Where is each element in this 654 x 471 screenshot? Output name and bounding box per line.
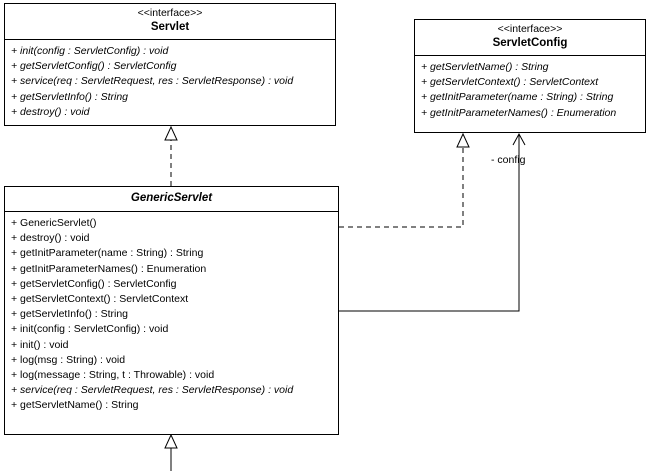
servlet-config-interface-box: <<interface>> ServletConfig + getServlet…	[414, 19, 646, 133]
operation-item: + getInitParameter(name : String) : Stri…	[11, 247, 204, 260]
generic-servlet-header: GenericServlet	[5, 187, 338, 212]
operation-item: + getServletConfig() : ServletConfig	[11, 60, 177, 73]
operation-item: + getInitParameterNames() : Enumeration	[11, 262, 207, 275]
operation-item: + init() : void	[11, 338, 69, 351]
generalization-subclass	[164, 433, 178, 471]
operation-item: + getServletInfo() : String	[11, 308, 129, 321]
association-role-label: - config	[491, 154, 526, 166]
operation-item: + log(msg : String) : void	[11, 353, 126, 366]
operation-item: + log(message : String, t : Throwable) :…	[11, 369, 215, 382]
operation-item: + getServletInfo() : String	[11, 90, 129, 103]
servlet-header: <<interface>> Servlet	[5, 4, 335, 40]
servlet-interface-box: <<interface>> Servlet + init(config : Se…	[4, 3, 336, 126]
operation-item: + getInitParameter(name : String) : Stri…	[421, 91, 614, 104]
realization-servlet	[164, 125, 178, 186]
operation-item: + getServletConfig() : ServletConfig	[11, 277, 177, 290]
operation-item: + GenericServlet()	[11, 217, 97, 229]
servlet-operations: + init(config : ServletConfig) : void + g…	[5, 40, 335, 120]
association-config	[339, 132, 526, 312]
operation-item: + getServletName() : String	[11, 399, 139, 412]
servlet-config-header: <<interface>> ServletConfig	[415, 20, 645, 56]
operation-item: + getServletContext() : ServletContext	[421, 76, 599, 89]
operation-item: + init(config : ServletConfig) : void	[11, 45, 169, 57]
operation-item: + getInitParameterNames() : Enumeration	[421, 106, 617, 119]
operation-item: + getServletName() : String	[421, 61, 549, 73]
operation-item: + service(req : ServletRequest, res : Se…	[11, 384, 294, 397]
servlet-config-stereotype: <<interface>>	[497, 23, 563, 35]
operation-item: + init(config : ServletConfig) : void	[11, 323, 169, 336]
generic-servlet-class-box: GenericServlet + GenericServlet() + destr…	[4, 186, 339, 435]
generic-servlet-operations: + GenericServlet() + destroy() : void + ge…	[5, 212, 338, 414]
generic-servlet-class-name: GenericServlet	[130, 192, 213, 204]
servlet-class-name: Servlet	[150, 21, 190, 33]
operation-item: + service(req : ServletRequest, res : Se…	[11, 75, 294, 88]
servlet-stereotype: <<interface>>	[137, 7, 203, 19]
servlet-config-operations: + getServletName() : String + getServletC…	[415, 56, 645, 121]
operation-item: + destroy() : void	[11, 105, 90, 118]
realization-servlet-config	[339, 132, 470, 228]
operation-item: + getServletContext() : ServletContext	[11, 293, 189, 306]
servlet-config-class-name: ServletConfig	[492, 37, 568, 49]
operation-item: + destroy() : void	[11, 232, 90, 245]
